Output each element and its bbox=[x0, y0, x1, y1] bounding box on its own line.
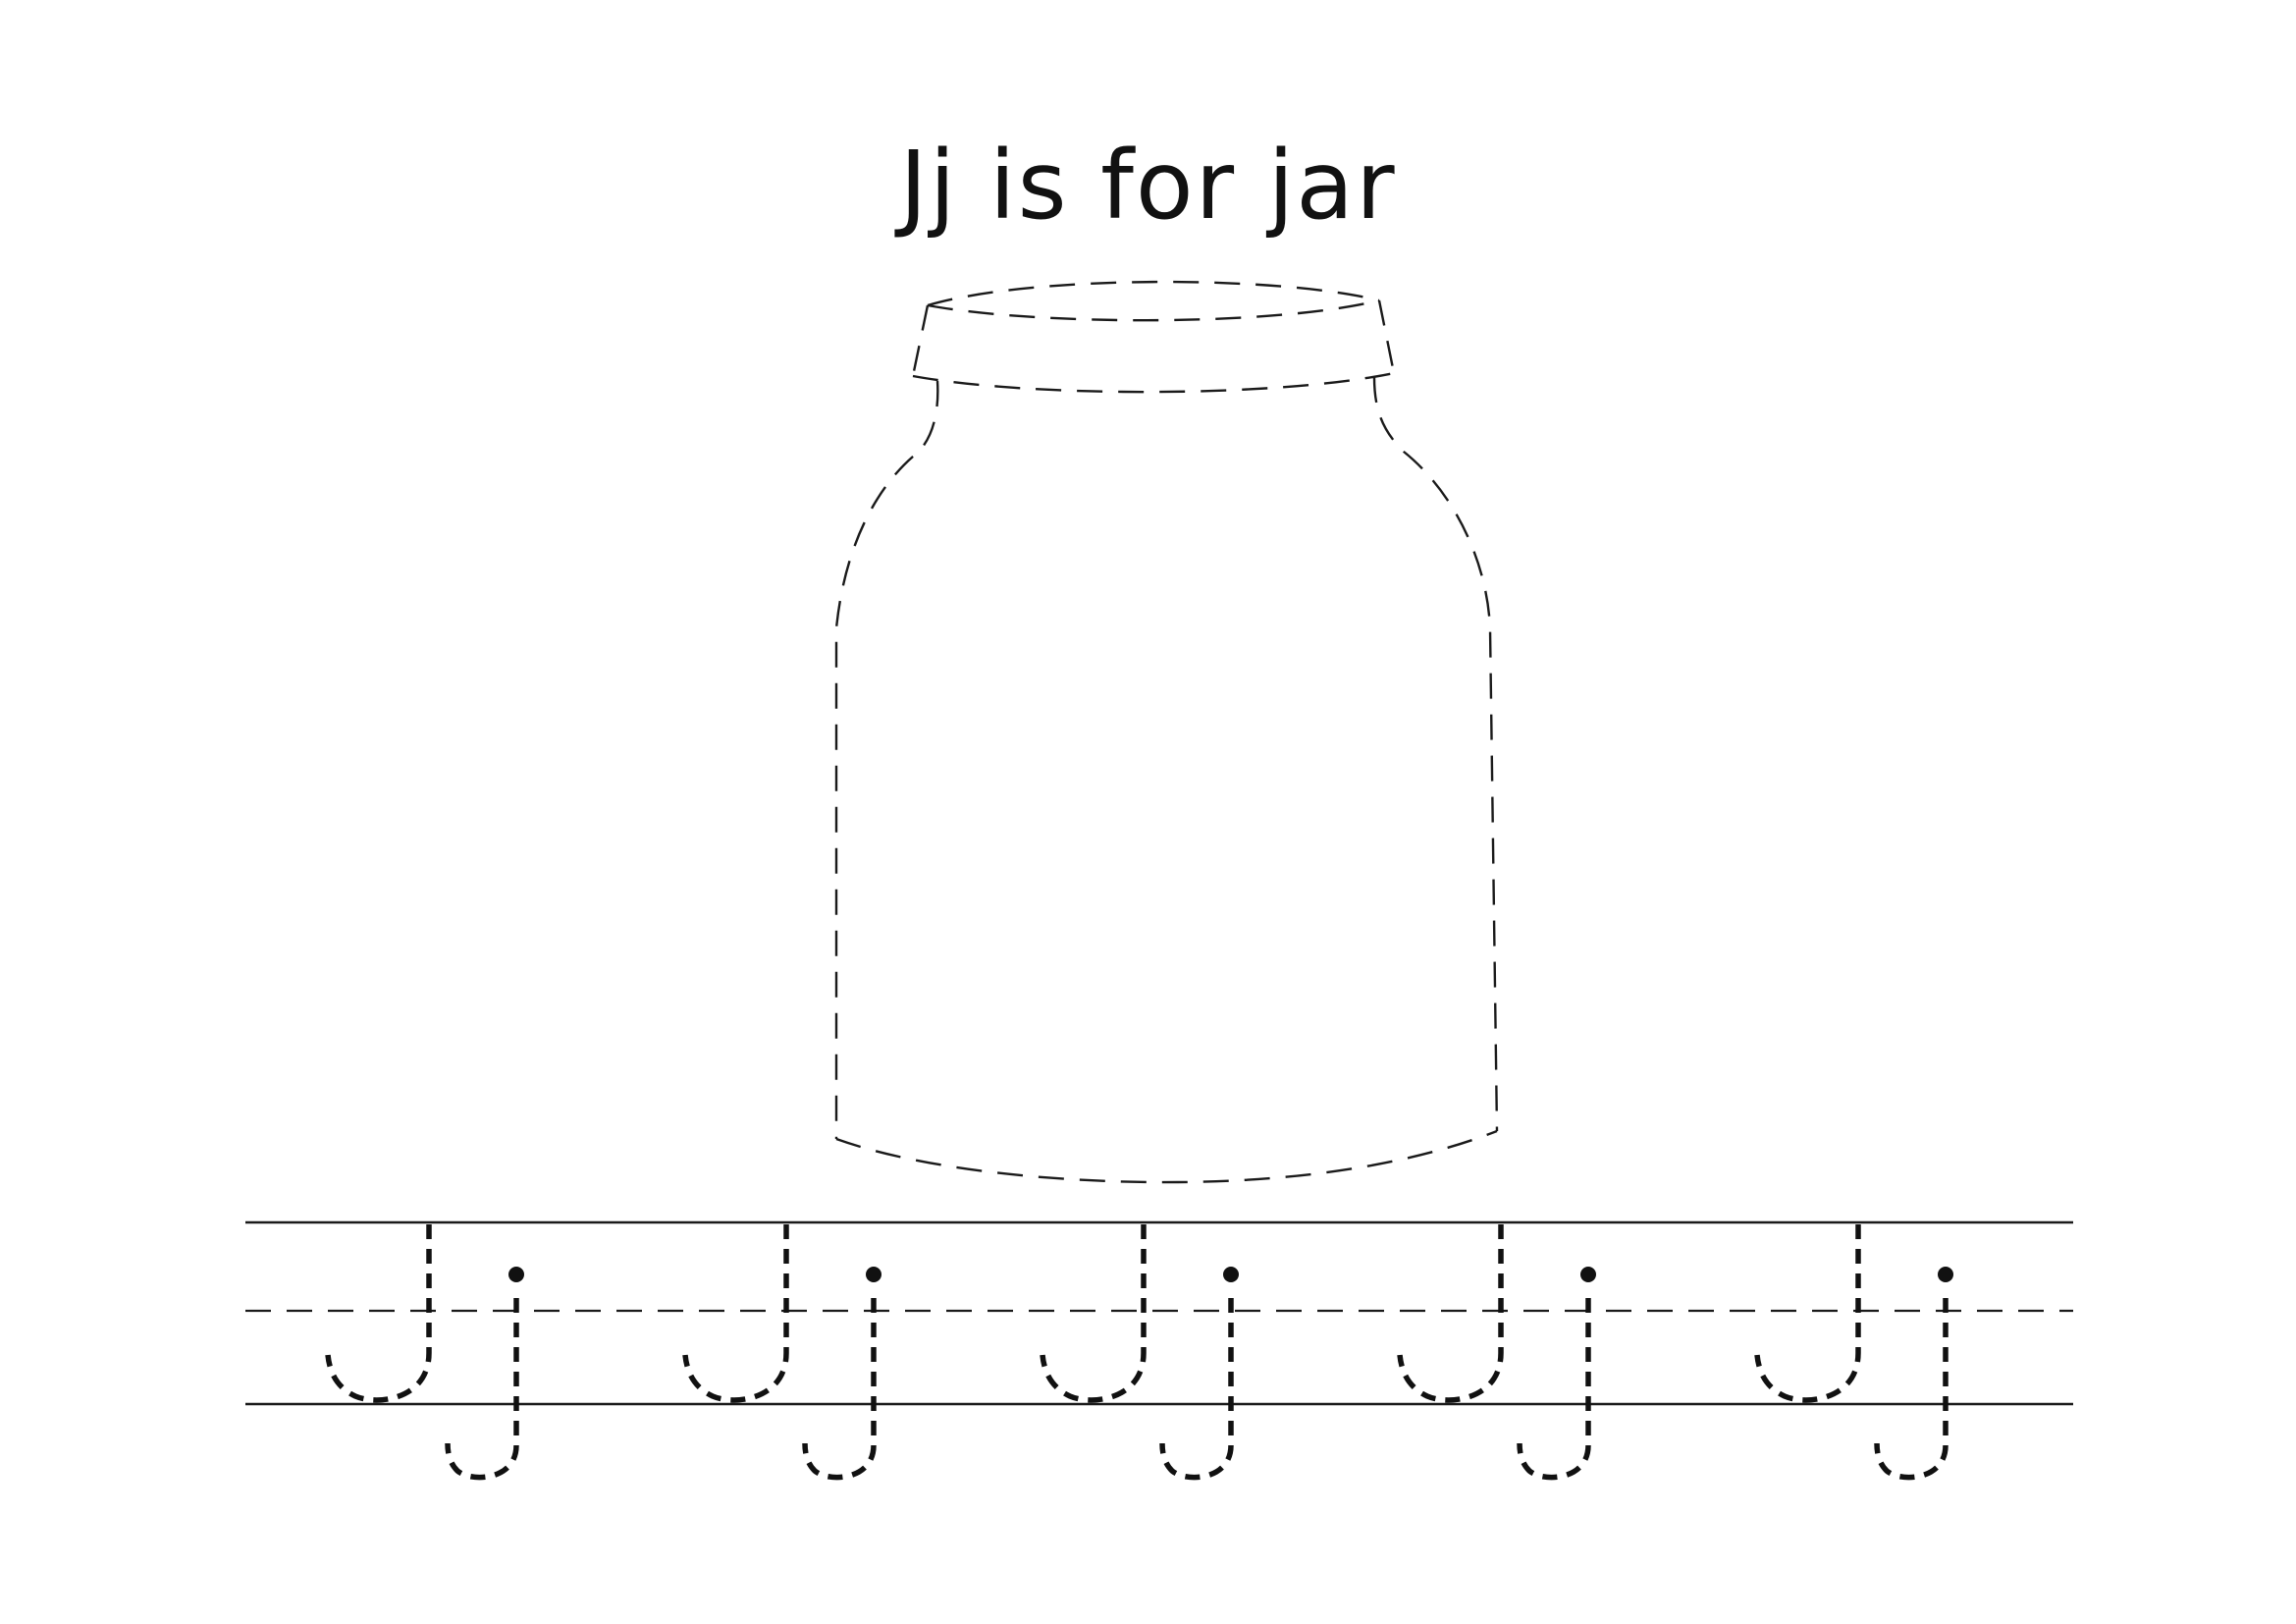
uppercase-j-trace bbox=[325, 1224, 432, 1403]
uppercase-j-trace bbox=[1040, 1224, 1147, 1403]
lowercase-j-dot bbox=[1223, 1267, 1239, 1282]
letter-pair-1[interactable] bbox=[325, 1224, 524, 1481]
letter-pair-2[interactable] bbox=[682, 1224, 881, 1481]
lowercase-j-trace bbox=[445, 1298, 519, 1481]
jar-lid-top-front bbox=[927, 298, 1380, 322]
lowercase-j-trace bbox=[802, 1298, 877, 1481]
jar-tracing-picture bbox=[834, 280, 1499, 1184]
jar-body-left bbox=[834, 380, 939, 1139]
jar-lid-bottom bbox=[912, 371, 1395, 394]
lowercase-j-dot bbox=[866, 1267, 881, 1282]
handwriting-guide-lines bbox=[245, 1220, 2073, 1406]
jar-bottom bbox=[835, 1129, 1498, 1184]
uppercase-j-trace bbox=[682, 1224, 789, 1403]
jar-lid-top bbox=[927, 280, 1380, 307]
lowercase-j-dot bbox=[1580, 1267, 1596, 1282]
uppercase-j-trace bbox=[1754, 1224, 1861, 1403]
lowercase-j-trace bbox=[1517, 1298, 1591, 1481]
lowercase-j-trace bbox=[1874, 1298, 1949, 1481]
letter-pair-4[interactable] bbox=[1397, 1224, 1596, 1481]
lowercase-j-dot bbox=[1938, 1267, 1953, 1282]
lowercase-j-dot bbox=[508, 1267, 524, 1282]
uppercase-j-trace bbox=[1397, 1224, 1504, 1403]
jar-lid-left-side bbox=[911, 304, 930, 377]
jar-lid-right-side bbox=[1377, 299, 1396, 374]
jar-body-right bbox=[1372, 376, 1499, 1132]
worksheet-title: Jj is for jar bbox=[899, 131, 1397, 241]
lowercase-j-trace bbox=[1159, 1298, 1234, 1481]
worksheet-page bbox=[243, 98, 2071, 1527]
letter-pair-3[interactable] bbox=[1040, 1224, 1239, 1481]
letter-pair-5[interactable] bbox=[1754, 1224, 1953, 1481]
